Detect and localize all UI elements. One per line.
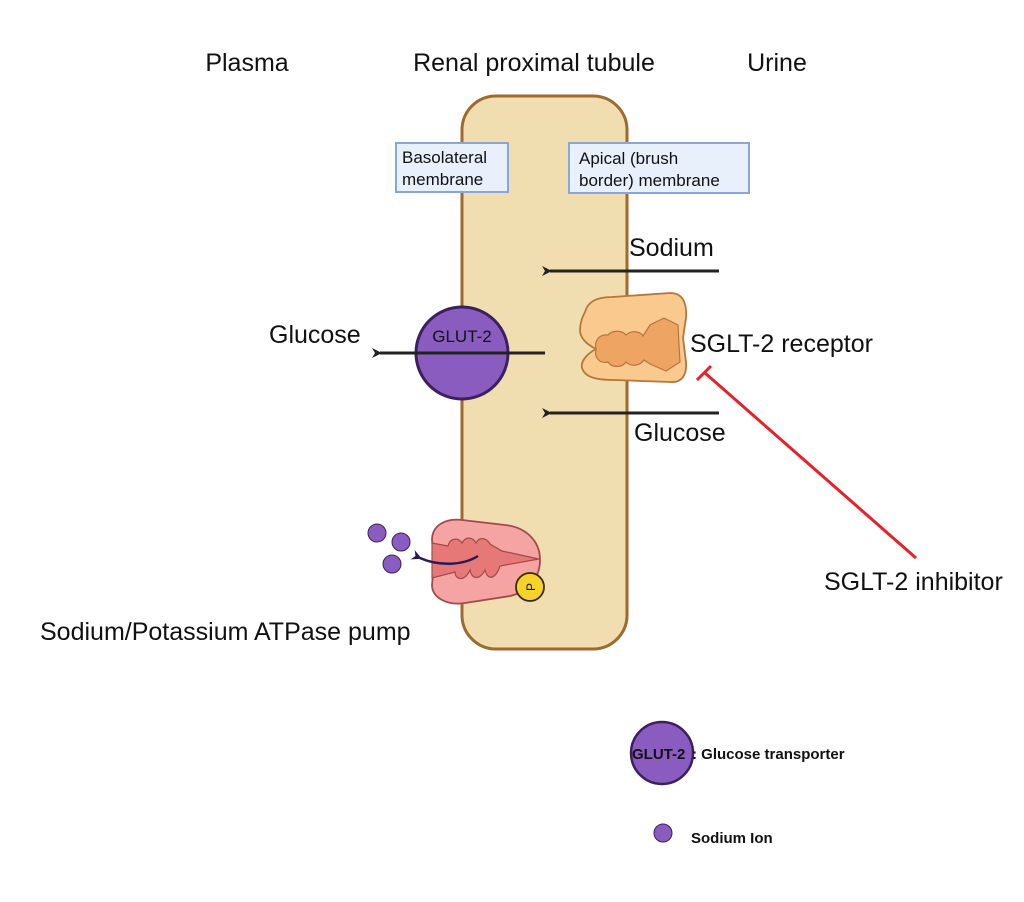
sodium-ion-icon	[391, 532, 411, 552]
inhibition-bar-icon	[695, 364, 713, 382]
phosphate-icon	[515, 572, 545, 602]
legend-glut2-icon	[629, 720, 695, 786]
sglt2-receptor-icon	[579, 292, 688, 383]
legend-glut2-symbol: GLUT-2	[632, 746, 685, 763]
pump-arrow	[410, 550, 479, 565]
glucose-in-label: Glucose	[634, 419, 726, 447]
sodium-ion-icon	[367, 523, 387, 543]
region-label-plasma: Plasma	[205, 49, 288, 77]
basolateral-line-1: Basolateral	[402, 148, 487, 167]
legend-glut2-text: : Glucose transporter	[692, 746, 845, 763]
glucose-out-label: Glucose	[269, 321, 361, 349]
inhibitor-line	[704, 371, 917, 560]
sodium-label: Sodium	[629, 234, 714, 262]
sglt2-receptor-label: SGLT-2 receptor	[690, 330, 873, 358]
apical-line-1: Apical (brush	[579, 149, 678, 168]
basolateral-line-2: membrane	[402, 170, 483, 189]
legend-sodium-ion-icon	[653, 823, 673, 843]
legend-item-sodium-ion: Sodium Ion	[653, 823, 773, 847]
basolateral-membrane-label: Basolateral membrane	[395, 142, 509, 193]
apical-line-2: border) membrane	[579, 171, 720, 190]
region-label-urine: Urine	[747, 49, 807, 77]
legend: GLUT-2 : Glucose transporter Sodium Ion	[629, 720, 845, 847]
sglt2-inhibitor-label: SGLT-2 inhibitor	[824, 568, 1003, 596]
pump-label: Sodium/Potassium ATPase pump	[40, 618, 411, 646]
region-label-tubule: Renal proximal tubule	[413, 49, 655, 77]
sodium-ion-icon	[382, 554, 402, 574]
legend-item-glut2: GLUT-2 : Glucose transporter	[629, 720, 845, 786]
apical-membrane-label: Apical (brush border) membrane	[568, 142, 750, 194]
phosphate-label: P	[524, 583, 538, 591]
glut2-label: GLUT-2	[432, 327, 492, 346]
na-k-atpase-pump-icon: P	[431, 518, 545, 605]
legend-sodium-ion-text: Sodium Ion	[691, 830, 773, 847]
